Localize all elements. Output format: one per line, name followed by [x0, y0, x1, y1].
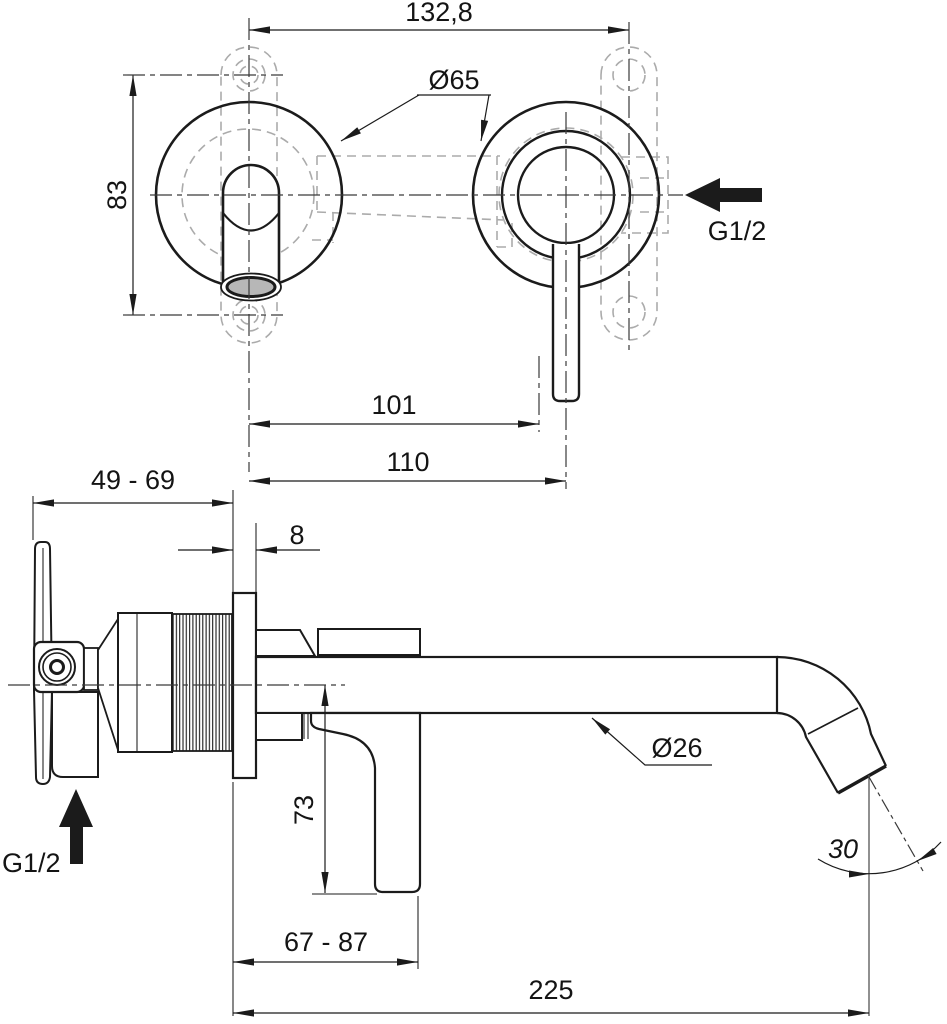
label-inlet-thread-side: G1/2	[2, 848, 61, 878]
dim-install-depth: 49 - 69	[91, 465, 175, 495]
dim-lever-drop: 73	[289, 795, 319, 825]
lever-handle-side	[309, 711, 422, 894]
spout-and-handle-side	[254, 628, 887, 894]
spout-outlet-edge	[837, 764, 887, 795]
dim-plate-thickness: 8	[289, 520, 304, 550]
dim-spout-angle: 30	[828, 834, 858, 864]
in-wall-valve-body	[32, 541, 233, 786]
spout-angle-dimension: 30	[817, 775, 942, 1016]
flow-direction-arrow-icon	[685, 178, 762, 212]
dim-handle-center-distance: 110	[386, 447, 429, 477]
concealed-body-hidden	[312, 155, 669, 248]
front-view: Ø65 132,8 83 101 110 G1/2	[102, 0, 766, 489]
dim-spout-diameter: Ø26	[651, 733, 702, 763]
inlet-direction-arrow-icon	[59, 789, 93, 864]
dim-hole-height: 83	[102, 180, 132, 210]
dim-spout-reach: 225	[528, 975, 573, 1005]
dim-spout-center-distance: 101	[371, 390, 416, 420]
label-inlet-thread-front: G1/2	[708, 216, 767, 246]
dim-handle-reach: 67 - 87	[284, 927, 368, 957]
threaded-section	[171, 613, 233, 752]
dim-hole-spacing: 132,8	[405, 0, 473, 27]
dim-escutcheon-diameter: Ø65	[428, 65, 479, 95]
centerlines-front	[123, 18, 683, 489]
side-view: Ø26 30 49 - 69 8 73 67 - 87 225	[2, 465, 942, 1017]
